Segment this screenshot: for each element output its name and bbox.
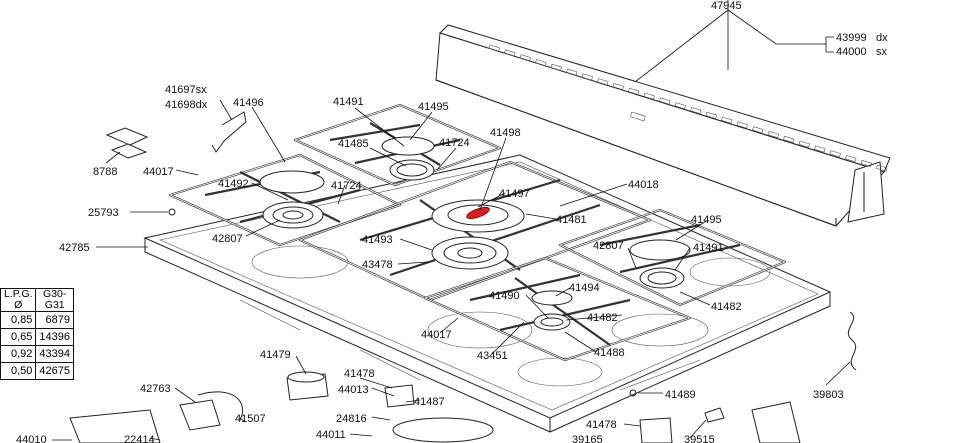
label-41497: 41497 bbox=[499, 188, 530, 200]
label-41489: 41489 bbox=[665, 389, 696, 401]
label-43999: 43999 bbox=[836, 32, 867, 44]
label-42763: 42763 bbox=[140, 383, 171, 395]
hob-tray bbox=[143, 154, 832, 433]
label-44017-a: 44017 bbox=[143, 166, 174, 178]
label-41495-b: 41495 bbox=[691, 214, 722, 226]
label-42785: 42785 bbox=[59, 242, 90, 254]
label-41488: 41488 bbox=[594, 347, 625, 359]
label-41698: 41698dx bbox=[165, 99, 208, 111]
label-44000-side: sx bbox=[876, 46, 888, 58]
leader-lines bbox=[52, 0, 851, 441]
table-cell: 0,65 bbox=[0, 328, 37, 346]
label-47945: 47945 bbox=[711, 0, 742, 12]
table-row: 0,92 43394 bbox=[0, 345, 75, 363]
table-row: 0,85 6879 bbox=[0, 311, 75, 329]
label-44017-b: 44017 bbox=[421, 329, 452, 341]
table-cell: 6879 bbox=[35, 311, 75, 329]
label-44011: 44011 bbox=[316, 429, 346, 441]
table-head-lpg: L.P.G. Ø bbox=[0, 288, 37, 312]
label-41494: 41494 bbox=[569, 282, 600, 294]
label-44018: 44018 bbox=[628, 179, 659, 191]
label-41490: 41490 bbox=[489, 290, 520, 302]
label-44013: 44013 bbox=[338, 384, 369, 396]
part-labels: 47945 43999 dx 44000 sx 41697sx 41698dx … bbox=[16, 0, 888, 443]
label-8788: 8788 bbox=[93, 166, 117, 178]
injector-table: L.P.G. Ø G30-G31 0,85 6879 0,65 14396 0,… bbox=[0, 288, 75, 380]
label-41479: 41479 bbox=[260, 349, 291, 361]
label-41724-b: 41724 bbox=[331, 180, 362, 192]
label-41478-b: 41478 bbox=[586, 419, 617, 431]
label-44010: 44010 bbox=[16, 434, 47, 443]
label-41507: 41507 bbox=[235, 413, 266, 425]
table-row: 0,65 14396 bbox=[0, 328, 75, 346]
label-41498: 41498 bbox=[490, 127, 521, 139]
label-42807-a: 42807 bbox=[212, 233, 243, 245]
table-head-lpg-text: L.P.G. bbox=[4, 288, 33, 300]
table-cell: 0,92 bbox=[0, 345, 37, 363]
label-43999-side: dx bbox=[876, 32, 888, 44]
label-41724-a: 41724 bbox=[439, 137, 470, 149]
label-41491-a: 41491 bbox=[333, 96, 364, 108]
table-cell: 14396 bbox=[35, 328, 75, 346]
backsplash-panel bbox=[435, 24, 891, 227]
table-cell: 42675 bbox=[35, 362, 75, 380]
label-41493: 41493 bbox=[362, 234, 393, 246]
label-41481: 41481 bbox=[556, 214, 587, 226]
small-parts bbox=[69, 111, 857, 443]
label-42807-b: 42807 bbox=[593, 240, 624, 252]
table-diameter-symbol: Ø bbox=[14, 299, 23, 311]
label-41496: 41496 bbox=[233, 97, 264, 109]
label-41487: 41487 bbox=[414, 396, 445, 408]
label-39803: 39803 bbox=[813, 389, 844, 401]
label-41485: 41485 bbox=[338, 138, 369, 150]
label-41491-b: 41491 bbox=[693, 242, 724, 254]
label-44000: 44000 bbox=[836, 46, 867, 58]
label-41697: 41697sx bbox=[165, 84, 207, 96]
table-cell: 0,85 bbox=[0, 311, 37, 329]
pan-support-grids bbox=[168, 103, 787, 362]
label-41492: 41492 bbox=[218, 178, 249, 190]
label-43451: 43451 bbox=[477, 350, 508, 362]
label-22414: 22414 bbox=[124, 434, 155, 443]
label-41482-b: 41482 bbox=[587, 312, 618, 324]
label-43478: 43478 bbox=[362, 259, 393, 271]
label-41478-a: 41478 bbox=[344, 368, 375, 380]
label-39515: 39515 bbox=[684, 434, 715, 443]
burners bbox=[259, 136, 691, 331]
table-cell: 0,50 bbox=[0, 362, 37, 380]
table-row: 0,50 42675 bbox=[0, 362, 75, 380]
table-head-g30: G30-G31 bbox=[35, 288, 75, 312]
label-25793: 25793 bbox=[88, 207, 119, 219]
label-41495-a: 41495 bbox=[418, 101, 449, 113]
label-39165: 39165 bbox=[572, 434, 603, 443]
table-cell: 43394 bbox=[35, 345, 75, 363]
label-41482-a: 41482 bbox=[711, 301, 742, 313]
label-24816: 24816 bbox=[336, 413, 367, 425]
backsplash-slots bbox=[488, 44, 888, 172]
